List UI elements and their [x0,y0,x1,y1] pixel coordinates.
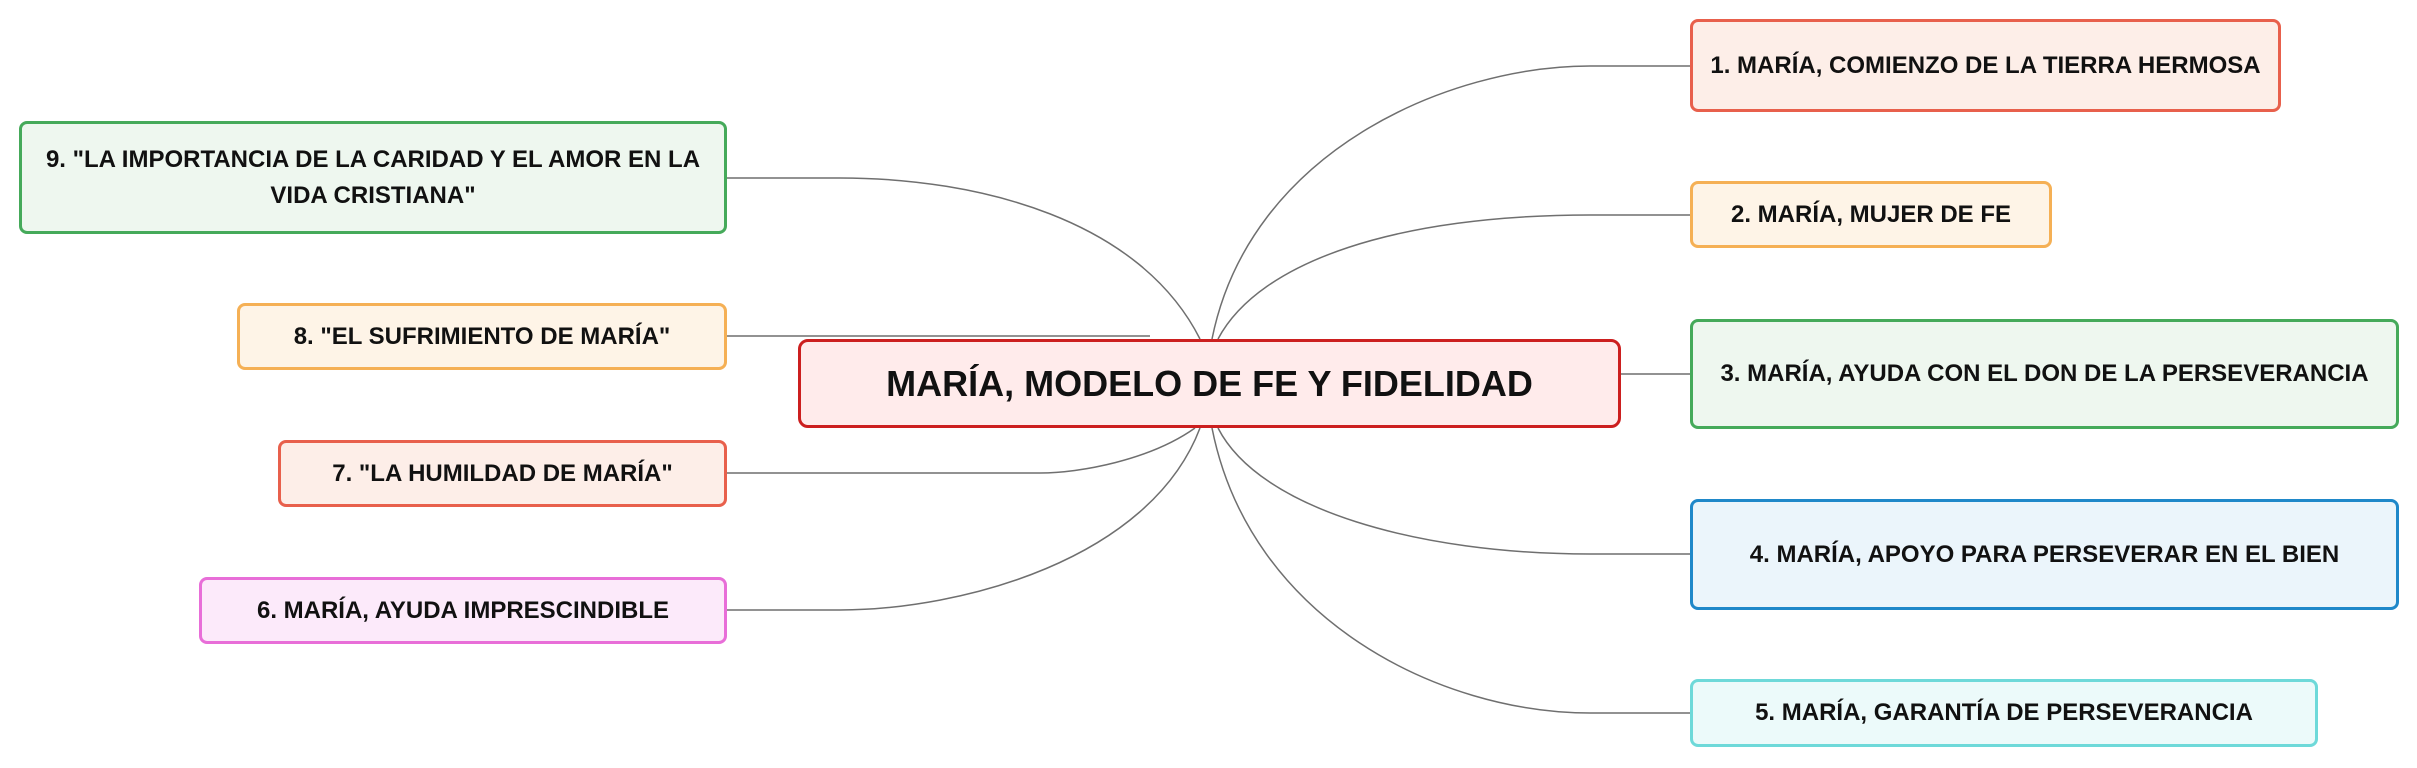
branch-node-3[interactable]: 3. MARÍA, AYUDA CON EL DON DE LA PERSEVE… [1690,319,2399,429]
branch-label-4: 4. MARÍA, APOYO PARA PERSEVERAR EN EL BI… [1749,540,2340,568]
connector-line-1 [1211,65,1690,340]
branch-node-5[interactable]: 5. MARÍA, GARANTÍA DE PERSEVERANCIA [1690,679,2318,747]
branch-label-9-line-1: 9. "LA IMPORTANCIA DE LA CARIDAD Y EL AM… [45,145,701,173]
branch-node-9[interactable]: 9. "LA IMPORTANCIA DE LA CARIDAD Y EL AM… [19,121,727,234]
branch-label-9-line-2: VIDA CRISTIANA" [270,181,476,209]
connector-line-9 [727,177,1201,340]
branch-node-6[interactable]: 6. MARÍA, AYUDA IMPRESCINDIBLE [199,577,727,644]
branch-label-9: 9. "LA IMPORTANCIA DE LA CARIDAD Y EL AM… [46,142,700,214]
branch-node-2[interactable]: 2. MARÍA, MUJER DE FE [1690,181,2052,248]
branch-label-2: 2. MARÍA, MUJER DE FE [1730,200,2012,228]
branch-node-4[interactable]: 4. MARÍA, APOYO PARA PERSEVERAR EN EL BI… [1690,499,2399,610]
connector-line-6 [727,427,1201,611]
connector-line-4 [1217,427,1690,555]
branch-node-7[interactable]: 7. "LA HUMILDAD DE MARÍA" [278,440,727,507]
central-topic-label: MARÍA, MODELO DE FE Y FIDELIDAD [886,362,1533,404]
connector-line-2 [1217,214,1690,340]
branch-node-8[interactable]: 8. "EL SUFRIMIENTO DE MARÍA" [237,303,727,370]
connector-line-7 [727,427,1196,474]
branch-label-3: 3. MARÍA, AYUDA CON EL DON DE LA PERSEVE… [1720,360,2369,387]
branch-label-5: 5. MARÍA, GARANTÍA DE PERSEVERANCIA [1755,699,2253,726]
connector-line-5 [1211,427,1690,714]
branch-label-6: 6. MARÍA, AYUDA IMPRESCINDIBLE [256,596,670,624]
branch-node-1[interactable]: 1. MARÍA, COMIENZO DE LA TIERRA HERMOSA [1690,19,2281,112]
branch-label-8: 8. "EL SUFRIMIENTO DE MARÍA" [293,322,671,350]
branch-label-7: 7. "LA HUMILDAD DE MARÍA" [332,459,673,487]
central-topic[interactable]: MARÍA, MODELO DE FE Y FIDELIDAD [798,339,1621,428]
branch-label-1: 1. MARÍA, COMIENZO DE LA TIERRA HERMOSA [1710,51,2261,79]
